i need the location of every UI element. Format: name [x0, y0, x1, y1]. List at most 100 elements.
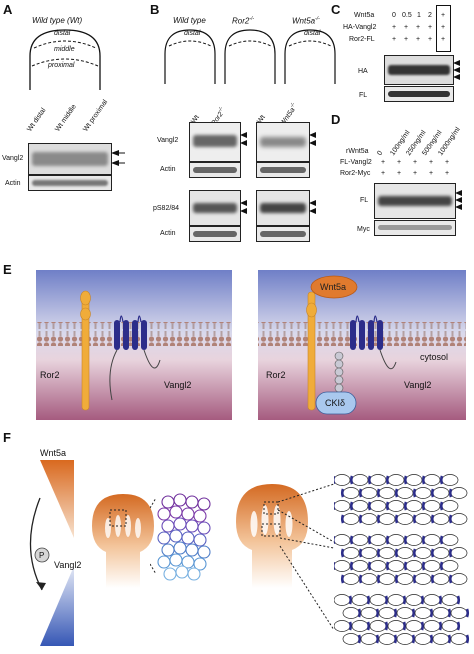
- polarized-cell: [360, 607, 378, 619]
- d-plus-r2-2: +: [397, 170, 402, 177]
- vangl2-polarity-mark: [340, 488, 345, 498]
- vangl2-polarity-mark: [349, 561, 354, 571]
- label-f-phospho: P: [39, 551, 45, 560]
- vangl2-polarity-mark: [403, 535, 408, 545]
- polarized-cell: [396, 487, 414, 499]
- region-distal-b1: distal: [184, 30, 201, 37]
- c-plus-r1-3: +: [416, 24, 421, 31]
- blot-b-phospho-right: [256, 190, 310, 226]
- polarized-cell: [423, 560, 441, 572]
- vangl2-polarity-mark: [402, 595, 407, 605]
- polarized-cell: [342, 513, 360, 525]
- polarized-cell: [396, 607, 414, 619]
- polarized-cell: [342, 547, 360, 559]
- polarized-cell: [441, 620, 459, 632]
- blot-b-phospho-label: pS82/84: [153, 205, 180, 212]
- panel-a-letter: A: [3, 2, 13, 17]
- c-dose-1: 0.5: [402, 12, 412, 19]
- vangl2-polarity-mark: [394, 488, 399, 498]
- region-middle: middle: [54, 46, 75, 53]
- c-plus-r1-5: +: [441, 24, 446, 31]
- blot-d-fl: [374, 183, 456, 219]
- polarized-cell: [369, 474, 387, 486]
- vangl2-polarity-mark: [412, 574, 417, 584]
- polarized-cell: [378, 547, 396, 559]
- row-d-fl-vangl2: FL-Vangl2: [340, 159, 372, 166]
- polarized-cell: [405, 594, 423, 606]
- polarized-cell: [423, 594, 441, 606]
- vangl2-polarity-mark: [439, 535, 444, 545]
- vangl2-polarity-mark: [393, 634, 398, 644]
- polarized-cell: [432, 547, 450, 559]
- blot-b-vangl2-right: [256, 122, 310, 162]
- polarized-cell: [450, 547, 468, 559]
- vangl2-polarity-mark: [447, 634, 452, 644]
- c-plus-r2-5: +: [441, 36, 446, 43]
- label-wnt5a: Wnt5a: [320, 282, 347, 292]
- band-arrows-b2: [309, 132, 316, 146]
- polarized-cell: [432, 513, 450, 525]
- vangl2-polarity-mark: [429, 608, 434, 618]
- polarized-cell: [414, 513, 432, 525]
- vangl2-polarity-mark: [421, 501, 426, 511]
- vangl2-polarity-mark: [367, 475, 372, 485]
- vangl2-polarity-mark: [367, 535, 372, 545]
- vangl2-polarity-mark: [456, 595, 461, 605]
- d-plus-r2-3: +: [413, 170, 418, 177]
- polarized-cell: [351, 534, 369, 546]
- vangl2-polarity-mark: [376, 488, 381, 498]
- vangl2-polarity-mark: [348, 595, 353, 605]
- polarized-cell: [414, 573, 432, 585]
- vangl2-polarity-mark: [439, 501, 444, 511]
- polarized-cell: [432, 487, 450, 499]
- d-plus-r2-4: +: [429, 170, 434, 177]
- limb-bud-schematic-a: [29, 29, 101, 90]
- polarized-cell: [450, 513, 468, 525]
- vangl2-polarity-mark: [412, 514, 417, 524]
- vangl2-polarity-mark: [385, 501, 390, 511]
- blot-c-ha-label: HA: [358, 68, 368, 75]
- vangl2-polarity-mark: [421, 561, 426, 571]
- membrane-diagram: [36, 270, 466, 420]
- vangl2-polarity-mark: [403, 501, 408, 511]
- vangl2-polarity-mark: [357, 608, 362, 618]
- polarized-cell: [423, 500, 441, 512]
- vangl2-polarity-mark: [367, 561, 372, 571]
- polarized-cell: [351, 474, 369, 486]
- polarized-cell: [342, 633, 360, 645]
- band-arrows-a: [111, 150, 125, 166]
- label-vangl2-right: Vangl2: [404, 380, 432, 390]
- band-arrows-b3: [240, 200, 247, 214]
- label-ror2-left: Ror2: [40, 370, 60, 380]
- vangl2-polarity-mark: [394, 548, 399, 558]
- polarized-cell: [360, 487, 378, 499]
- polarized-cell: [334, 560, 351, 572]
- panel-d-letter: D: [331, 112, 341, 127]
- polarized-cell: [342, 607, 360, 619]
- vangl2-polarity-mark: [366, 595, 371, 605]
- vangl2-polarity-mark: [412, 488, 417, 498]
- row-c-ha-vangl2: HA-Vangl2: [343, 24, 377, 31]
- vangl2-polarity-mark: [358, 548, 363, 558]
- blot-b-actin2-left: [189, 226, 241, 242]
- blot-d-myc: [374, 220, 456, 236]
- vangl2-polarity-mark: [420, 621, 425, 631]
- vangl2-polarity-mark: [448, 488, 453, 498]
- vangl2-polarity-mark: [430, 548, 435, 558]
- polarized-cell: [369, 594, 387, 606]
- polarized-cell: [351, 620, 369, 632]
- polarized-cell: [369, 620, 387, 632]
- vangl2-polarity-mark: [448, 548, 453, 558]
- polarized-cell: [450, 573, 468, 585]
- polarized-cell: [387, 474, 405, 486]
- polarized-cell: [351, 500, 369, 512]
- vangl2-polarity-mark: [357, 634, 362, 644]
- polarized-cell: [378, 487, 396, 499]
- limb-bud-right: [236, 484, 308, 588]
- vangl2-polarity-mark: [448, 514, 453, 524]
- vangl2-polarity-mark: [348, 621, 353, 631]
- polarized-cell: [432, 633, 450, 645]
- vangl2-polarity-mark: [439, 475, 444, 485]
- blot-a-actin: [28, 175, 112, 191]
- polarized-cell: [396, 547, 414, 559]
